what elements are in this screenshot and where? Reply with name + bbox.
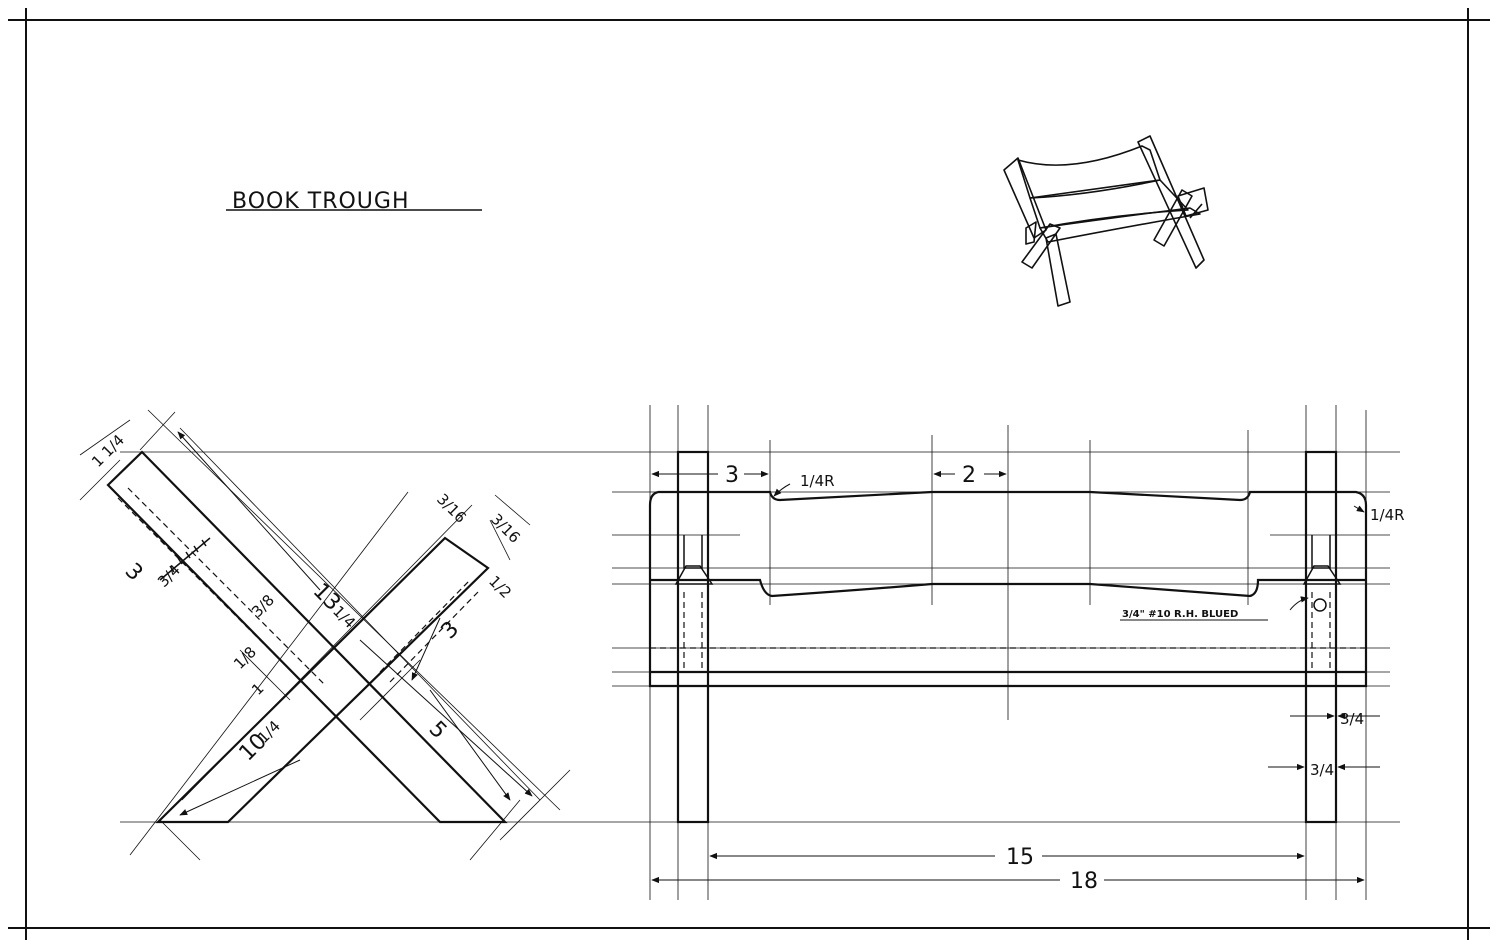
dim-center-width: 2: [962, 463, 976, 488]
dim-lower-frac: 1/8: [230, 643, 260, 673]
dim-screw-frac: 3/4: [154, 561, 184, 591]
front-view: [612, 405, 1390, 900]
sheet-border: [8, 8, 1490, 940]
dim-lower-one: 1: [248, 679, 267, 698]
dim-radius-left: 1/4R: [800, 472, 835, 490]
title-block: BOOK TROUGH: [226, 189, 482, 214]
dim-right-frac-c: 1/2: [485, 572, 515, 602]
end-view: [79, 409, 1400, 861]
dim-right-frac-b: 3/16: [487, 510, 524, 547]
dim-left-offset: 3: [725, 463, 739, 488]
dim-right-five: 5: [424, 717, 452, 745]
dim-screw-offset: 3: [120, 559, 148, 587]
front-view-dimensions: 3 1/4R 2 1/4R 3/4" #10 R.H. BLUED 3/4 3/…: [725, 463, 1405, 894]
screw-note: 3/4" #10 R.H. BLUED: [1122, 609, 1238, 620]
dim-radius-right: 1/4R: [1370, 506, 1405, 524]
dim-right-three: 3: [437, 617, 465, 645]
dim-slot-depth: 3/8: [248, 591, 278, 621]
dim-leg-thickness-b: 3/4: [1310, 761, 1334, 779]
isometric-sketch: [1003, 135, 1209, 307]
dim-top-thickness-frac: 1/4: [98, 431, 128, 461]
dim-inner-span: 15: [1006, 845, 1034, 870]
dim-overall-span: 18: [1070, 869, 1098, 894]
dim-leg-thickness-a: 3/4: [1340, 710, 1364, 728]
dim-right-frac-a: 3/16: [433, 490, 470, 527]
